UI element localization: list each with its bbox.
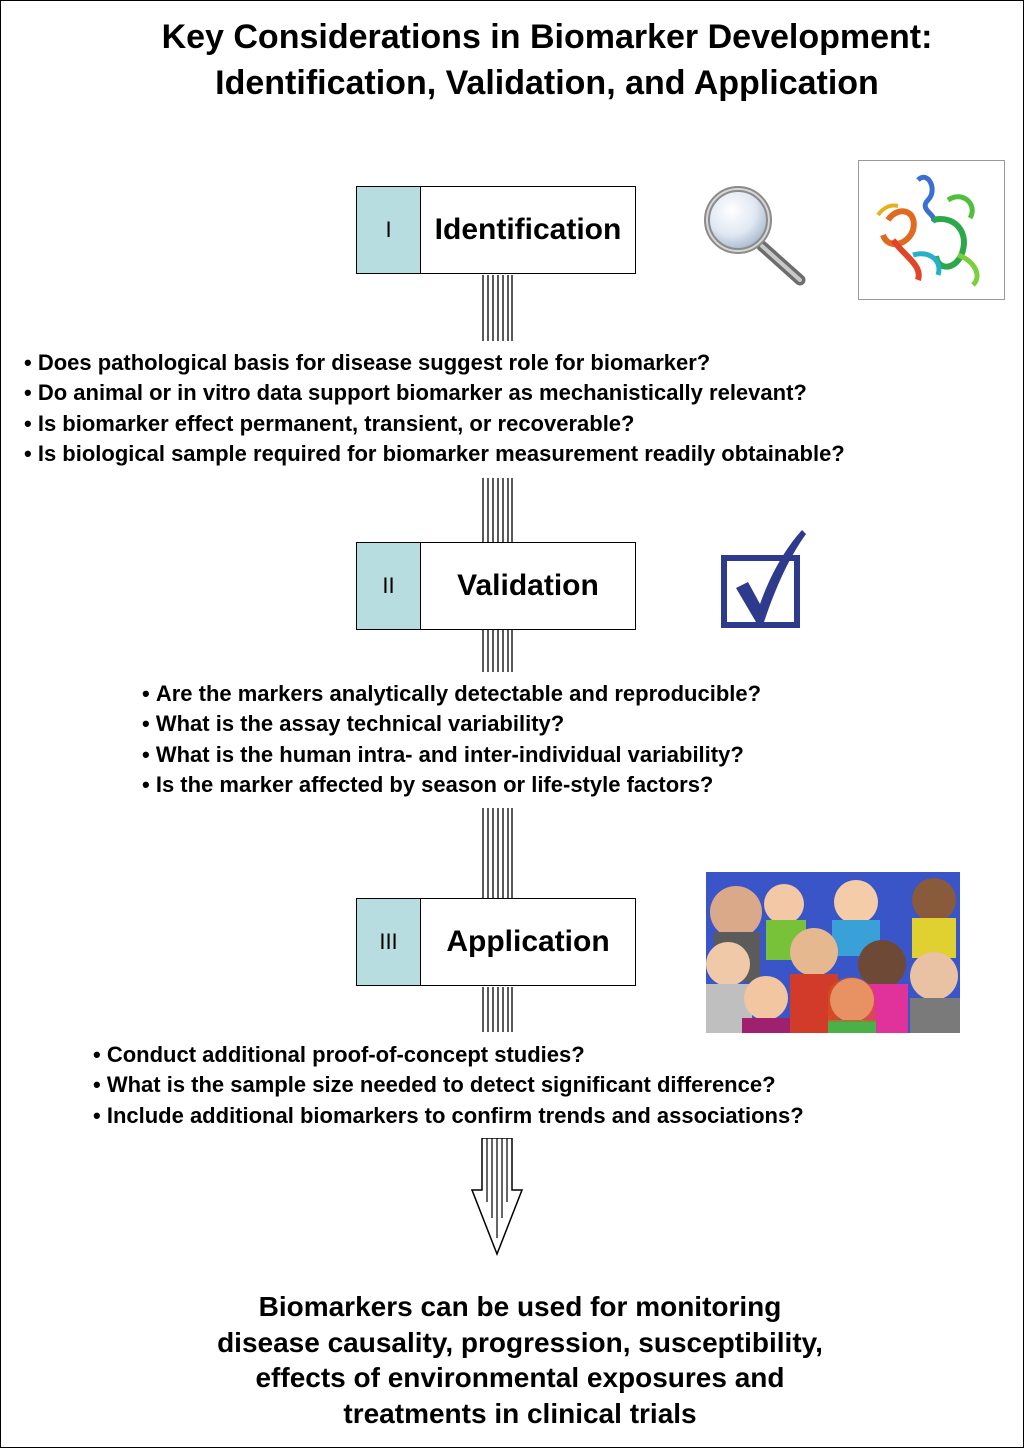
down-arrow-icon [470,1138,524,1256]
conclusion-line-4: treatments in clinical trials [343,1397,697,1429]
conclusion-line-3: effects of environmental exposures and [255,1362,785,1393]
list-item: Conduct additional proof-of-concept stud… [93,1040,804,1070]
title-line-2: Identification, Validation, and Applicat… [215,64,879,102]
stage-label-validation: Validation [457,569,599,602]
list-item: Does pathological basis for disease sugg… [24,348,845,378]
crowd-illustration [706,872,960,1033]
application-questions: Conduct additional proof-of-concept stud… [93,1040,804,1131]
conclusion-line-2: disease causality, progression, suscepti… [217,1326,823,1358]
stage-application-box: III Application [356,898,636,986]
connector-lines [482,630,513,672]
stage-identification-box: I Identification [356,186,636,274]
connector-lines [482,275,513,341]
list-item: Include additional biomarkers to confirm… [93,1101,804,1131]
stage-numeral-3: III [357,899,421,985]
connector-lines [482,987,513,1032]
magnifying-glass-icon [704,186,806,286]
list-item: Is the marker affected by season or life… [142,770,761,800]
conclusion-text: Biomarkers can be used for monitoring di… [120,1289,920,1431]
stage-validation-box: II Validation [356,542,636,630]
list-item: Are the markers analytically detectable … [142,679,761,709]
list-item: Is biological sample required for biomar… [24,439,845,469]
connector-lines [482,478,513,542]
protein-structure-image [858,160,1005,300]
title-line-1: Key Considerations in Biomarker Developm… [161,18,933,56]
validation-questions: Are the markers analytically detectable … [142,679,761,800]
list-item: What is the human intra- and inter-indiv… [142,740,761,770]
list-item: What is the sample size needed to detect… [93,1070,804,1100]
checkbox-checked-icon [721,530,806,628]
list-item: Is biomarker effect permanent, transient… [24,409,845,439]
stage-numeral-1: I [357,187,421,273]
figure-title: Key Considerations in Biomarker Developm… [80,14,1014,106]
list-item: Do animal or in vitro data support bioma… [24,378,845,408]
identification-questions: Does pathological basis for disease sugg… [24,348,845,469]
stage-label-identification: Identification [434,213,622,246]
connector-lines [482,808,513,898]
stage-numeral-2: II [357,543,421,629]
conclusion-line-1: Biomarkers can be used for monitoring [258,1291,782,1322]
stage-label-application: Application [446,925,610,958]
list-item: What is the assay technical variability? [142,709,761,739]
